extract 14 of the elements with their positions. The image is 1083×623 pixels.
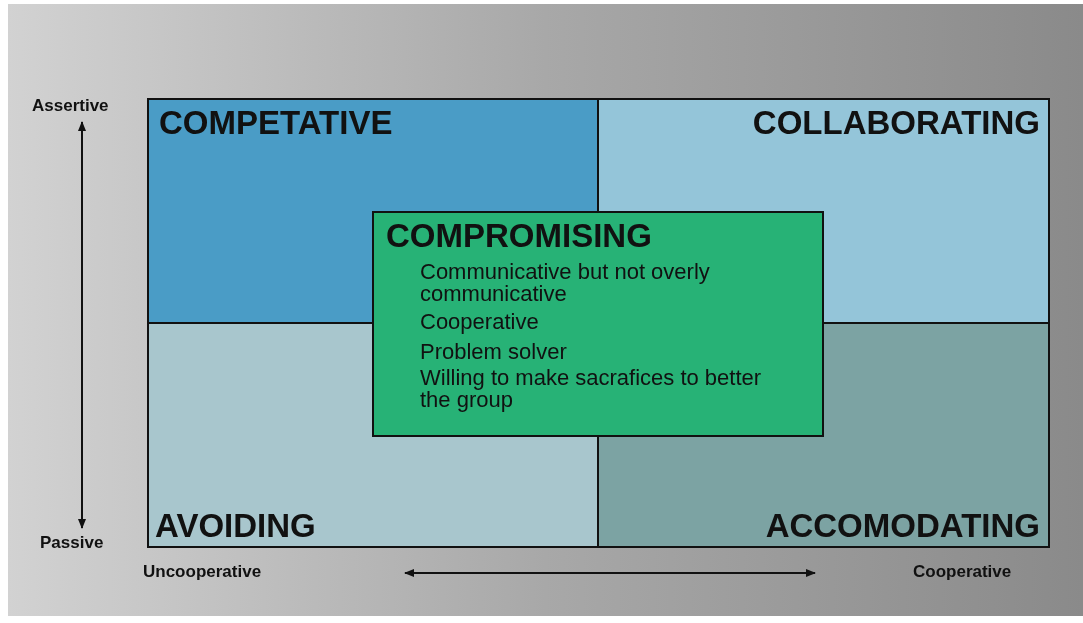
quadrant-heading: COMPROMISING — [386, 219, 652, 252]
trait-text: Problem solver — [420, 341, 568, 363]
center-box — [372, 211, 824, 437]
quadrant-heading: COMPETATIVE — [159, 106, 393, 139]
axis-label: Assertive — [32, 96, 109, 116]
quadrant-heading: ACCOMODATING — [765, 509, 1040, 542]
quadrant-heading: AVOIDING — [155, 509, 316, 542]
quadrant-heading: COLLABORATING — [752, 106, 1040, 139]
axis-label: Uncooperative — [143, 562, 262, 582]
trait-text: Willing to make sacrafices to better the group — [420, 367, 763, 411]
trait-text: Communicative but not overly communicative — [420, 261, 711, 305]
axis-label: Cooperative — [913, 562, 1012, 582]
trait-text: Cooperative — [420, 311, 540, 333]
axis-label: Passive — [40, 533, 104, 553]
